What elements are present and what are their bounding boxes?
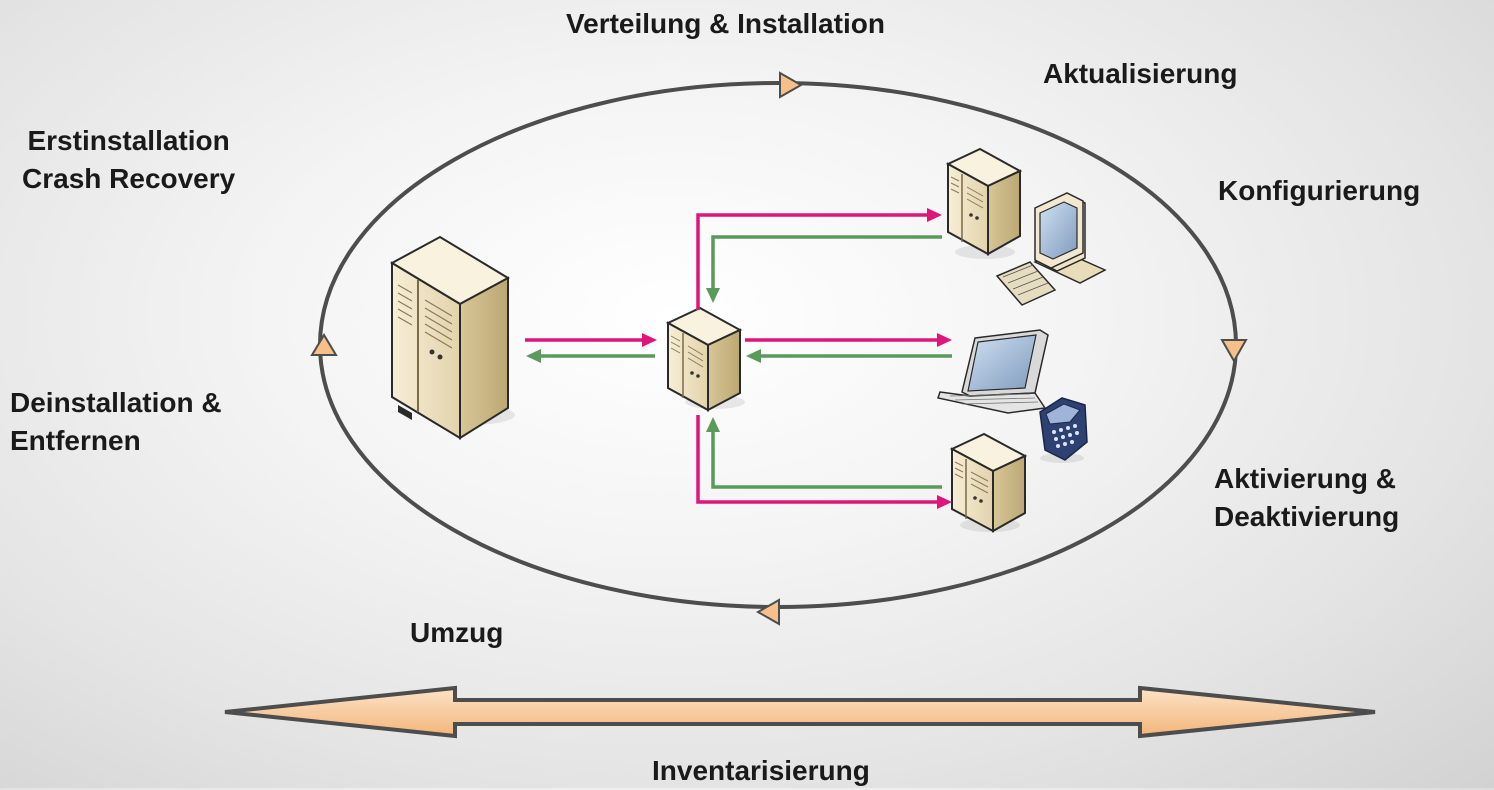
label-distribution-installation: Verteilung & Installation: [566, 8, 885, 39]
branch-server-icon: [949, 432, 1028, 533]
label-update: Aktualisierung: [1043, 58, 1238, 89]
return-arrowheads: [526, 288, 761, 432]
push-arrows: [525, 213, 938, 504]
smartphone-icon: [1039, 397, 1088, 463]
label-inventory: Inventarisierung: [652, 755, 870, 786]
label-move: Umzug: [410, 617, 504, 648]
label-activate-line2: Deaktivierung: [1214, 501, 1400, 532]
label-configuration: Konfigurierung: [1218, 175, 1421, 206]
label-uninstall-line1: Deinstallation &: [10, 387, 222, 418]
label-initial-line2: Crash Recovery: [22, 163, 236, 194]
return-arrows: [540, 235, 952, 489]
laptop-icon: [937, 329, 1049, 414]
push-arrow-relay-to-branch: [696, 415, 938, 504]
label-activate-line1: Aktivierung &: [1214, 463, 1397, 494]
workstation-server-icon: [945, 147, 1023, 259]
cycle-arrowhead-top: [779, 71, 804, 99]
cycle-arrowhead-bottom: [755, 598, 780, 626]
return-arrow-workstation-to-relay: [711, 235, 942, 290]
label-uninstall-removal: Deinstallation & Entfernen: [10, 384, 222, 460]
inventory-double-arrow: [224, 685, 1376, 739]
desktop-pc-icon: [995, 192, 1107, 306]
label-activation-deactivation: Aktivierung & Deaktivierung: [1214, 460, 1399, 536]
label-initial-installation: Erstinstallation Crash Recovery: [22, 122, 235, 198]
main-server-icon: [389, 235, 515, 440]
label-uninstall-line2: Entfernen: [10, 425, 141, 456]
push-arrow-relay-to-workstation: [696, 213, 928, 310]
cycle-arrowhead-left: [310, 333, 338, 356]
relay-server-icon: [665, 306, 745, 412]
label-initial-line1: Erstinstallation: [27, 125, 230, 156]
cycle-arrowhead-right: [1220, 339, 1248, 364]
return-arrow-branch-to-relay: [711, 430, 942, 489]
push-arrowheads: [642, 208, 952, 509]
